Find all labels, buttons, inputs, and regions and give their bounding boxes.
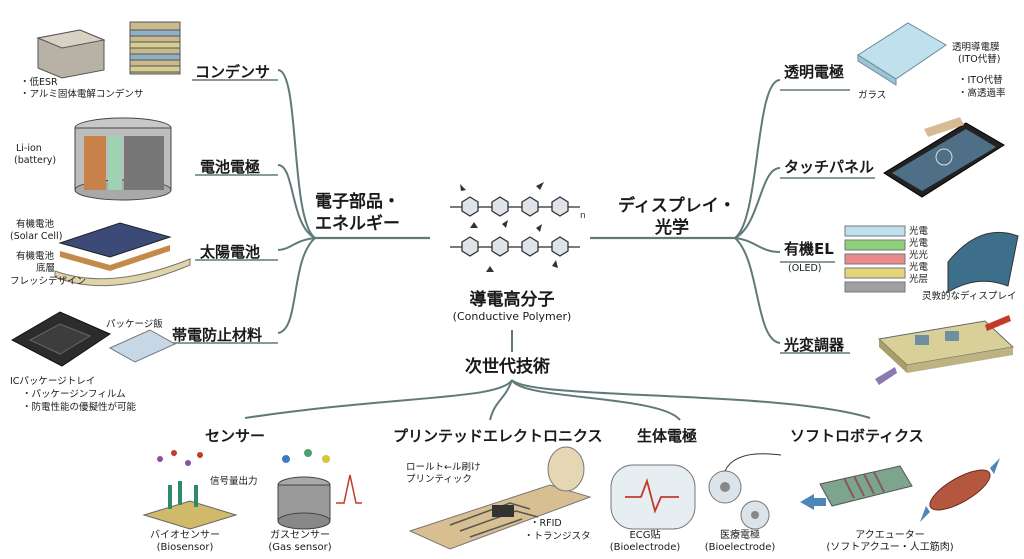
antistatic-note-4: ・防電性能の優擬性が可能 xyxy=(22,402,137,413)
soft-robotics-note-muscle: (ソフトアクユー・人工筋肉) xyxy=(826,542,954,553)
branch-optical-modulator: 光変調器 xyxy=(784,336,845,354)
battery-note-2: (battery) xyxy=(14,155,57,166)
solar-cell-illustration xyxy=(54,222,191,287)
antistatic-note-1: パッケージ飯 xyxy=(106,319,163,330)
hub-left-line1: 電子部品・ xyxy=(315,192,400,212)
soft-robotics-note-actuator: アクエューター xyxy=(855,530,925,541)
oled-note-layer-4: 光電 xyxy=(909,262,929,273)
hub-left-line2: エネルギー xyxy=(315,214,400,234)
electrode-note-4: ・高透過率 xyxy=(958,88,1006,99)
sensor-note-bio: バイオセンサー xyxy=(150,530,220,541)
antistatic-note-3: ・パッケージンフィルム xyxy=(22,389,126,400)
capacitor-note-2: ・アルミ固体電解コンデンサ xyxy=(20,89,144,100)
solar-note-2: (Solar Cell) xyxy=(10,231,63,242)
solar-note-1: 有機電池 xyxy=(16,219,55,230)
branch-transparent-electrode: 透明電極 xyxy=(784,63,845,81)
electrode-note-2: (ITO代替) xyxy=(958,54,1001,65)
branch-oled: 有機EL xyxy=(784,240,834,258)
branch-soft-robotics: ソフトロボティクス xyxy=(790,427,924,445)
sensor-note-gas: ガスセンサー xyxy=(270,530,330,541)
bioelectrode-illustration xyxy=(610,453,782,530)
printed-electronics-illustration xyxy=(408,446,592,550)
electrode-note-3: ・ITO代替 xyxy=(958,75,1003,86)
bioelectrode-note-medical-en: (Bioelectrode) xyxy=(704,542,776,553)
branch-touch-panel: タッチパネル xyxy=(784,158,875,176)
oled-note-layer-5: 光层 xyxy=(909,274,929,285)
sensor-note-gas-en: (Gas sensor) xyxy=(268,542,332,553)
electrode-note-5: ガラス xyxy=(858,90,887,101)
hub-right-line1: ディスプレイ・ xyxy=(618,196,736,216)
solar-note-3: 有機電池 xyxy=(16,251,55,262)
capacitor-illustration xyxy=(36,21,181,79)
hub-bottom: 次世代技術 xyxy=(465,357,550,377)
glass-plate-illustration xyxy=(857,22,947,86)
smartphone-illustration xyxy=(883,117,1005,198)
branch-bioelectrode: 生体電極 xyxy=(637,427,698,445)
oled-note-layer-3: 光光 xyxy=(909,250,929,261)
printed-note-printing: プリンティック xyxy=(406,474,472,485)
oled-note-layer-1: 光電 xyxy=(909,226,929,237)
sensor-note-bio-en: (Biosensor) xyxy=(156,542,214,553)
bioelectrode-note-medical: 医療電極 xyxy=(720,530,760,541)
hub-right-line2: 光学 xyxy=(655,218,689,238)
oled-note-layer-2: 光電 xyxy=(909,238,929,249)
printed-note-roll: ロールト←ル刷け xyxy=(406,462,481,473)
branch-sensor: センサー xyxy=(205,427,266,445)
branch-solar-cell: 太陽電池 xyxy=(200,243,261,261)
bioelectrode-note-ecg-en: (Bioelectrode) xyxy=(609,542,681,553)
branch-printed-electronics: プリンテッドエレクトロニクス xyxy=(393,427,603,445)
printed-note-transistor: ・トランジスタ xyxy=(524,531,591,542)
center-title: 導電高分子 xyxy=(469,290,555,310)
battery-note-1: Li-ion xyxy=(16,143,42,154)
oled-note-flex: 灵敦的なディスプレイ xyxy=(922,291,1017,302)
optical-modulator-illustration xyxy=(875,315,1015,385)
soft-actuator-illustration xyxy=(800,458,1000,522)
solar-note-4: 底層 xyxy=(36,263,56,274)
polymer-structure-illustration: n xyxy=(450,182,586,272)
branch-antistatic: 帯電防止材料 xyxy=(172,326,263,344)
sensor-illustration xyxy=(142,449,362,530)
center-subtitle: (Conductive Polymer) xyxy=(452,310,572,323)
oled-note-sub: (OLED) xyxy=(788,263,822,274)
battery-illustration xyxy=(74,117,172,201)
oled-illustration xyxy=(844,225,1019,293)
antistatic-note-2: ICパッケージトレイ xyxy=(10,376,96,387)
ic-tray-illustration xyxy=(10,311,177,367)
printed-note-rfid: ・RFID xyxy=(530,518,562,529)
electrode-note-1: 透明導電膜 xyxy=(952,42,1000,53)
polymer-repeat-marker: n xyxy=(580,211,586,221)
branch-battery-electrode: 電池電極 xyxy=(200,158,261,176)
sensor-note-signal: 信号量出力 xyxy=(210,476,258,487)
branch-capacitor: コンデンサ xyxy=(195,63,271,81)
bioelectrode-note-ecg: ECG贴 xyxy=(629,530,661,541)
capacitor-note-1: ・低ESR xyxy=(20,77,58,88)
solar-note-5: フレッシデザイン xyxy=(10,276,87,287)
